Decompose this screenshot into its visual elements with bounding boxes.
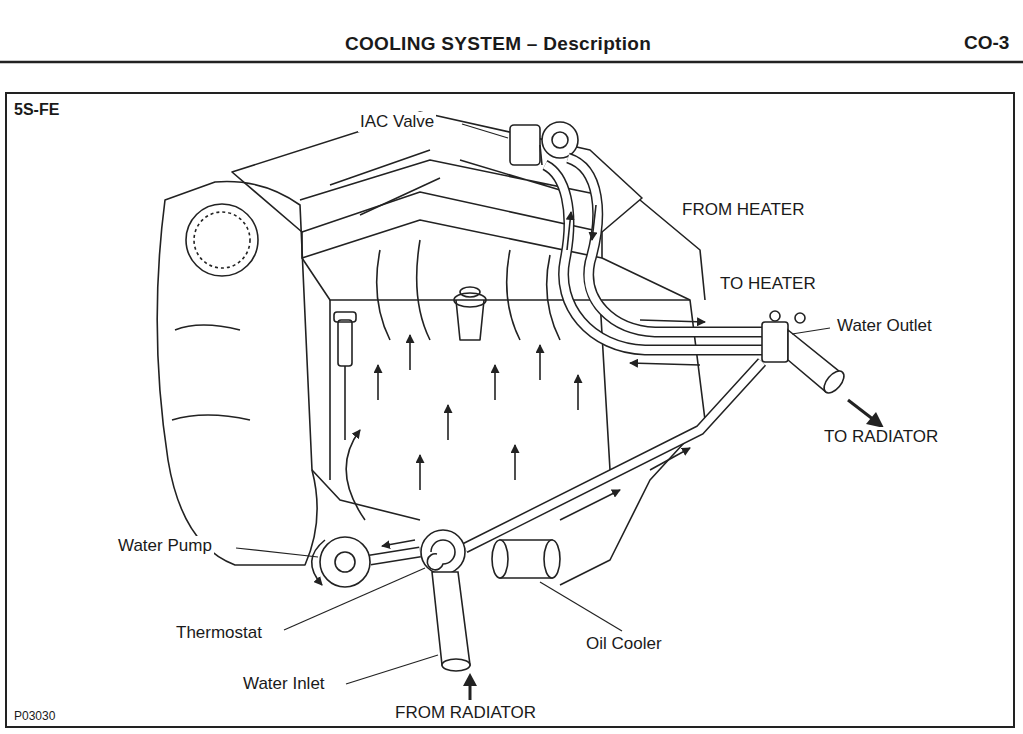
iac-valve <box>510 122 578 165</box>
water-outlet <box>762 322 788 362</box>
iac-valve <box>542 122 578 158</box>
engine-block <box>302 258 705 585</box>
bypass-pipe <box>370 362 762 560</box>
engine-block <box>157 181 317 565</box>
coolant-arrow <box>494 365 496 400</box>
engine-block <box>460 287 480 297</box>
coolant-arrow <box>577 375 579 410</box>
engine-block <box>194 212 250 268</box>
part-label: Water Outlet <box>835 316 934 336</box>
pipe-arrow <box>382 448 690 546</box>
water-pump <box>320 537 370 587</box>
page-number: CO-3 <box>962 33 1011 53</box>
header-rule <box>0 62 1023 63</box>
engine-block <box>454 293 486 307</box>
flow-arrow <box>567 212 571 250</box>
engine-block <box>338 320 352 366</box>
heater-hoses <box>545 165 762 350</box>
bypass-pipe <box>465 362 762 548</box>
water-outlet <box>820 368 847 397</box>
part-label: IAC Valve <box>358 112 436 132</box>
flow-label: TO HEATER <box>718 274 818 294</box>
heater-hoses <box>545 158 762 350</box>
to-radiator-arrow <box>848 400 884 428</box>
bypass-pipe <box>370 552 420 560</box>
water-inlet <box>432 572 470 671</box>
leader-line <box>284 568 425 630</box>
water-outlet <box>770 311 780 321</box>
engine-block <box>456 300 484 340</box>
leader-line <box>792 328 830 334</box>
thermostat <box>421 530 465 574</box>
part-label: Thermostat <box>174 623 264 643</box>
engine-block <box>172 325 250 420</box>
bypass-pipe <box>465 362 762 548</box>
iac-valve <box>510 125 540 165</box>
water-pump <box>312 540 325 585</box>
leader-line <box>462 124 508 138</box>
to-radiator-arrow <box>848 400 874 420</box>
from-radiator-arrow <box>463 673 477 686</box>
coolant-arrow <box>377 365 379 400</box>
coolant-arrow <box>539 345 541 380</box>
leader-line <box>236 124 830 684</box>
figure-frame: 5S-FE P03030 <box>5 92 1015 728</box>
part-label: Water Pump <box>116 536 214 556</box>
flow-label: TO RADIATOR <box>822 427 940 447</box>
flow-arrow <box>567 205 705 365</box>
water-inlet <box>442 659 470 671</box>
water-pump <box>335 552 355 572</box>
header-rule <box>0 61 1023 64</box>
flow-label: FROM RADIATOR <box>393 703 538 723</box>
leader-line <box>540 582 622 631</box>
iac-valve <box>540 145 542 165</box>
coolant-arrow <box>346 335 578 520</box>
engine-block <box>302 220 602 258</box>
part-label: Oil Cooler <box>584 634 664 654</box>
pipe-arrow <box>382 540 415 546</box>
heater-hoses <box>568 158 762 332</box>
flow-arrow <box>640 320 705 322</box>
engine-block <box>344 366 346 440</box>
thermostat <box>421 530 465 574</box>
oil-cooler <box>492 540 560 578</box>
coolant-arrow <box>514 445 516 480</box>
leader-line <box>236 548 318 557</box>
coolant-arrow <box>409 335 411 370</box>
thermostat <box>427 540 455 570</box>
iac-valve <box>552 132 568 148</box>
coolant-arrow <box>447 405 449 440</box>
water-inlet <box>432 572 470 665</box>
engine-block <box>330 300 610 480</box>
engine-block <box>334 312 356 322</box>
coolant-arrow <box>346 430 365 520</box>
pipe-arrow <box>560 490 620 520</box>
flow-arrow <box>592 205 596 240</box>
oil-cooler <box>492 540 508 578</box>
engine-code: 5S-FE <box>14 101 59 119</box>
water-pump <box>312 537 370 587</box>
to-radiator-arrow <box>866 412 884 428</box>
flow-label: FROM HEATER <box>680 200 806 220</box>
coolant-arrow <box>419 455 421 490</box>
figure-number: P03030 <box>14 709 55 723</box>
bypass-pipe <box>370 552 420 560</box>
pipe-arrow <box>650 448 690 470</box>
engine-block <box>186 204 258 276</box>
page-title: COOLING SYSTEM – Description <box>345 33 651 55</box>
from-radiator-arrow <box>463 673 477 700</box>
leader-line <box>346 655 438 684</box>
engine-block <box>312 258 690 520</box>
from-radiator-arrow <box>469 684 472 700</box>
heater-hoses <box>545 165 762 350</box>
heater-hoses <box>568 158 762 332</box>
flow-arrow <box>630 363 700 365</box>
water-outlet <box>795 313 805 323</box>
engine-block <box>377 240 560 340</box>
oil-cooler <box>544 540 560 578</box>
part-label: Water Inlet <box>241 674 327 694</box>
